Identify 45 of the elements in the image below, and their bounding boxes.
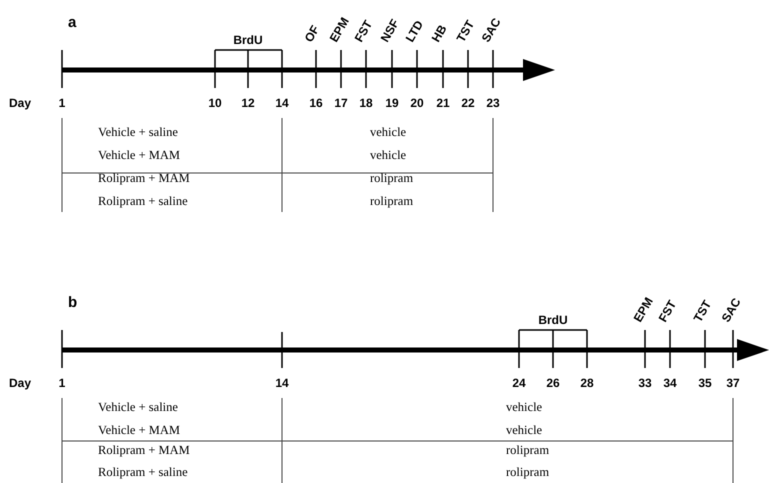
treatment-label: Vehicle + MAM [98,149,180,162]
day-number: 1 [58,377,66,389]
day-number: 23 [486,97,500,109]
treatment-label: Vehicle + MAM [98,424,180,436]
test-label: HB [430,22,449,44]
day-number: 1 [58,97,66,109]
day-number: 34 [663,377,677,389]
day-number: 14 [275,377,289,389]
period-label: BrdU [538,314,568,326]
treatment-label: vehicle [506,424,542,436]
day-number: 22 [461,97,475,109]
treatment-label: rolipram [506,444,550,456]
treatment-label: Rolipram + saline [98,466,188,478]
panel-letter: b [68,295,78,310]
day-number: 35 [698,377,712,389]
day-label: Day [9,377,31,389]
treatment-label: rolipram [506,466,550,478]
day-number: 26 [546,377,560,389]
treatment-label: Rolipram + MAM [98,172,190,184]
treatment-label: rolipram [370,195,414,208]
treatment-label: Rolipram + MAM [98,444,190,456]
day-number: 28 [580,377,594,389]
day-number: 12 [241,97,255,109]
treatment-label: vehicle [370,149,406,162]
treatment-label: Vehicle + saline [98,126,178,138]
period-label: BrdU [233,34,263,46]
day-number: 24 [512,377,526,389]
day-number: 16 [309,97,323,109]
treatment-label: Vehicle + saline [98,401,178,414]
day-number: 20 [410,97,424,109]
day-number: 21 [436,97,450,109]
day-number: 37 [726,377,740,389]
day-number: 14 [275,97,289,109]
treatment-label: vehicle [506,401,542,414]
treatment-label: Rolipram + saline [98,195,188,208]
day-number: 10 [208,97,222,109]
test-label: OF [302,24,322,44]
treatment-label: rolipram [370,172,414,184]
day-number: 19 [385,97,399,109]
panel-letter: a [68,15,76,30]
day-number: 18 [359,97,373,109]
treatment-label: vehicle [370,126,406,138]
day-label: Day [9,97,31,109]
day-number: 33 [638,377,652,389]
day-number: 17 [334,97,348,109]
